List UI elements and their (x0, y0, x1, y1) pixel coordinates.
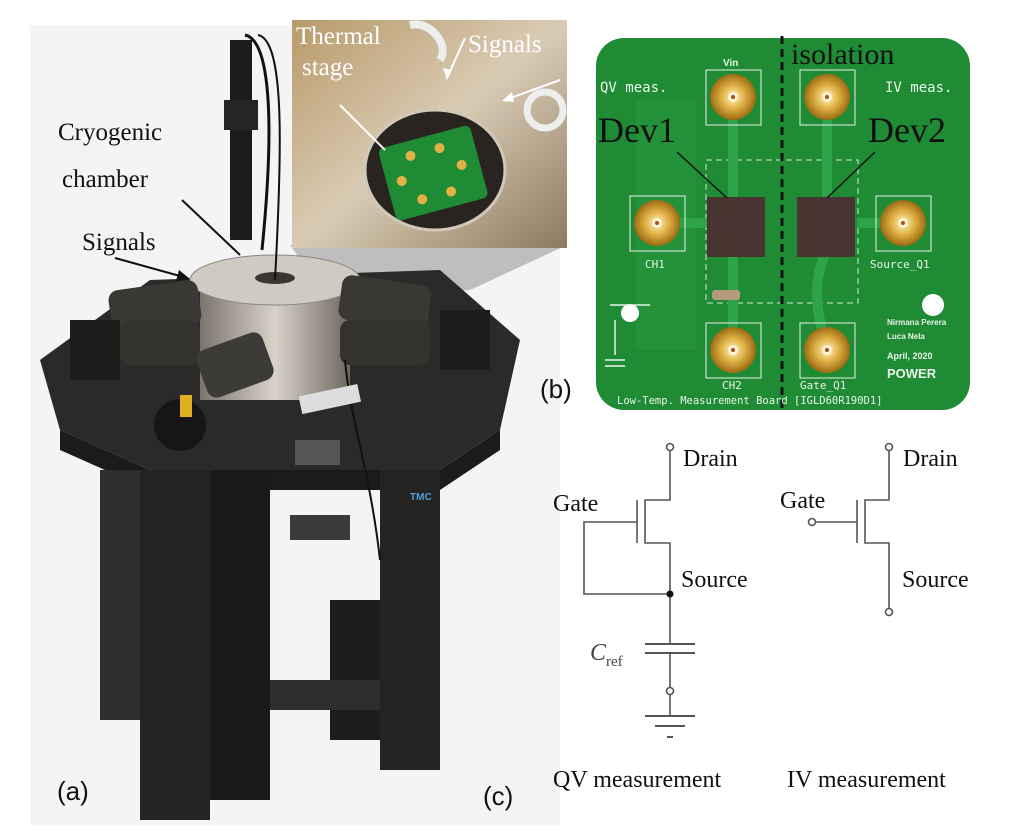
label-dev1: Dev1 (598, 110, 676, 150)
qv-circuit (583, 442, 695, 738)
connector-vin (705, 69, 762, 126)
connector-source-q1 (875, 195, 932, 252)
label-author-1: Nirmana Perera (887, 318, 947, 327)
label-date: April, 2020 (887, 351, 933, 361)
qv-wires (583, 451, 671, 716)
iv-circuit (807, 442, 894, 617)
label-isolation: isolation (791, 38, 894, 71)
inset-photo-thermal-stage: Thermal stage Signals (292, 20, 567, 248)
iv-gate-terminal (807, 517, 817, 527)
chip-dev2 (797, 197, 855, 257)
label-gate-q1: Gate_Q1 (800, 379, 846, 392)
iv-source-terminal (884, 607, 894, 617)
tmc-logo: TMC (410, 492, 432, 503)
iv-drain-terminal (884, 442, 894, 452)
chamber-pointer-line (181, 199, 241, 256)
panel-label-c: (c) (483, 781, 513, 811)
signals-arrow (114, 257, 181, 277)
pcb-photo: QV meas. IV meas. Vin CH1 Source_Q1 CH2 … (596, 36, 970, 410)
iv-caption: IV measurement (787, 767, 946, 793)
label-ch2: CH2 (722, 379, 742, 392)
chip-dev1 (707, 197, 765, 257)
panel-label-b: (b) (540, 374, 572, 404)
label-chamber: chamber (62, 166, 149, 193)
cref-capacitor (712, 290, 740, 300)
qv-label-source: Source (681, 567, 748, 593)
label-iv-meas: IV meas. (885, 80, 952, 96)
connectors (629, 69, 932, 379)
qv-drain-terminal (665, 442, 675, 452)
iv-label-gate: Gate (780, 488, 825, 514)
connector-gate-q1 (799, 322, 856, 379)
source-node (666, 590, 674, 598)
label-author-2: Luca Nela (887, 332, 925, 341)
ground-icon (645, 715, 695, 738)
inset-signals-arrow-2 (504, 79, 561, 101)
connector-top-right (799, 69, 856, 126)
qv-label-drain: Drain (683, 446, 738, 472)
svg-text:TMC: TMC (410, 492, 432, 503)
label-vin: Vin (723, 58, 738, 69)
inset-label-signals: Signals (468, 31, 542, 58)
iv-label-drain: Drain (903, 446, 958, 472)
label-ch1: CH1 (645, 258, 665, 271)
label-signals: Signals (82, 229, 156, 256)
inset-pcb (378, 125, 488, 221)
qv-caption: QV measurement (553, 767, 722, 793)
label-cryogenic: Cryogenic (58, 119, 162, 146)
connector-ch1 (629, 195, 686, 252)
label-source-q1: Source_Q1 (870, 258, 930, 271)
inset-label-stage: stage (302, 54, 353, 81)
connector-ch2 (705, 322, 762, 379)
dev2-pointer (826, 151, 876, 199)
qv-label-cref: Cref (590, 640, 623, 670)
iv-wires (816, 451, 890, 608)
label-dev2: Dev2 (868, 110, 946, 150)
qv-label-gate: Gate (553, 491, 598, 517)
thermal-stage-arrow (339, 104, 386, 151)
label-qv-meas: QV meas. (600, 80, 667, 96)
label-board-title: Low-Temp. Measurement Board [IGLD60R190D… (617, 395, 883, 407)
cref-capacitor-symbol (645, 643, 695, 654)
power-lab-logo: POWER (887, 366, 937, 381)
dev1-pointer (676, 151, 728, 199)
iv-label-source: Source (902, 567, 969, 593)
panel-label-a: (a) (57, 776, 89, 806)
silkscreen-schematic (605, 304, 650, 367)
inset-label-thermal: Thermal (296, 23, 381, 50)
